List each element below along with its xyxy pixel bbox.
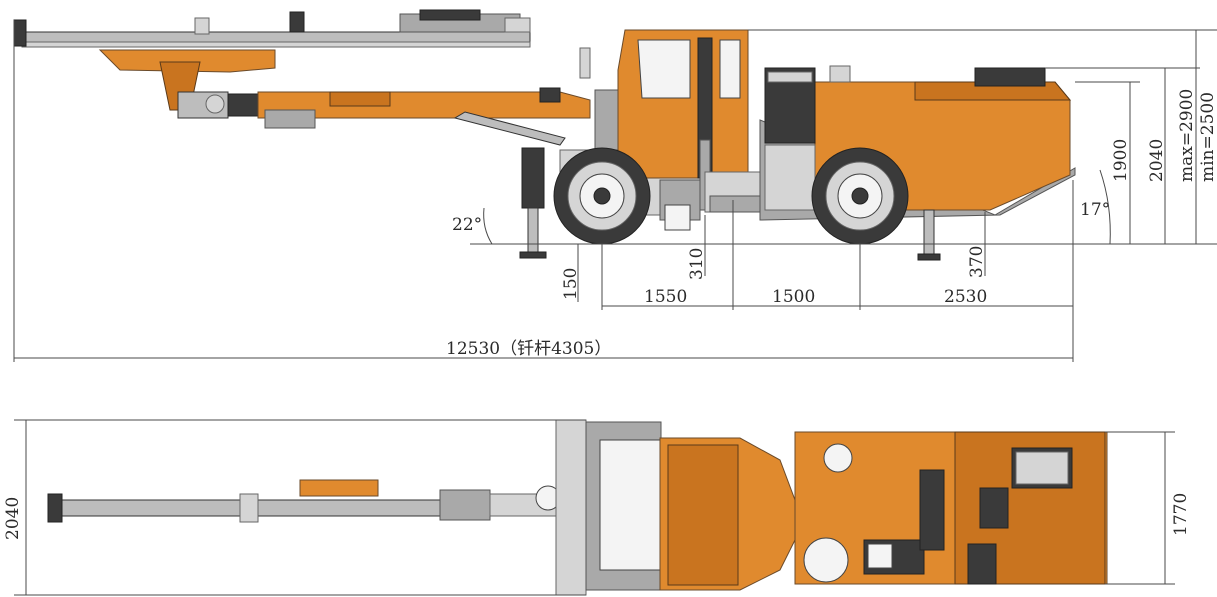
label-length-1550: 1550 bbox=[644, 287, 687, 307]
front-wheel bbox=[553, 147, 651, 245]
label-height-max: max=2900 bbox=[1177, 89, 1197, 182]
top-dimension-labels: 2040 1770 bbox=[3, 493, 1191, 540]
label-angle-front: 22° bbox=[452, 215, 482, 235]
top-feed-beam bbox=[47, 479, 491, 523]
rear-body bbox=[759, 65, 1076, 221]
label-width-2040: 2040 bbox=[3, 497, 23, 540]
articulation-joint bbox=[704, 171, 766, 213]
label-height-1900: 1900 bbox=[1111, 139, 1131, 182]
label-height-2040: 2040 bbox=[1147, 139, 1167, 182]
boom-cradle bbox=[98, 49, 276, 119]
label-clearance-310: 310 bbox=[687, 248, 707, 280]
top-dimension-lines bbox=[14, 419, 1175, 596]
side-view: 22° 17° 150 310 370 1550 1500 2530 12530… bbox=[13, 9, 1217, 362]
label-width-1770: 1770 bbox=[1171, 493, 1191, 536]
side-dimension-labels: 22° 17° 150 310 370 1550 1500 2530 12530… bbox=[446, 89, 1217, 359]
label-clearance-370: 370 bbox=[967, 246, 987, 278]
feed-beam bbox=[13, 9, 531, 48]
rear-wheel bbox=[811, 147, 909, 245]
top-view: 2040 1770 bbox=[3, 419, 1191, 596]
label-angle-rear: 17° bbox=[1080, 200, 1110, 220]
label-length-1500: 1500 bbox=[772, 287, 815, 307]
operator-cab bbox=[617, 29, 749, 211]
top-cab bbox=[659, 437, 796, 591]
label-length-2530: 2530 bbox=[944, 287, 987, 307]
label-height-min: min=2500 bbox=[1198, 92, 1217, 182]
label-total-length: 12530（钎杆4305） bbox=[446, 339, 611, 359]
front-stabilizer bbox=[519, 147, 547, 259]
boom-arm bbox=[257, 47, 591, 146]
top-front-frame bbox=[555, 419, 662, 596]
rear-stabilizer bbox=[917, 209, 941, 261]
label-clearance-150: 150 bbox=[561, 268, 581, 300]
side-dimension-lines bbox=[13, 20, 1217, 362]
top-rear-body bbox=[794, 431, 1108, 585]
